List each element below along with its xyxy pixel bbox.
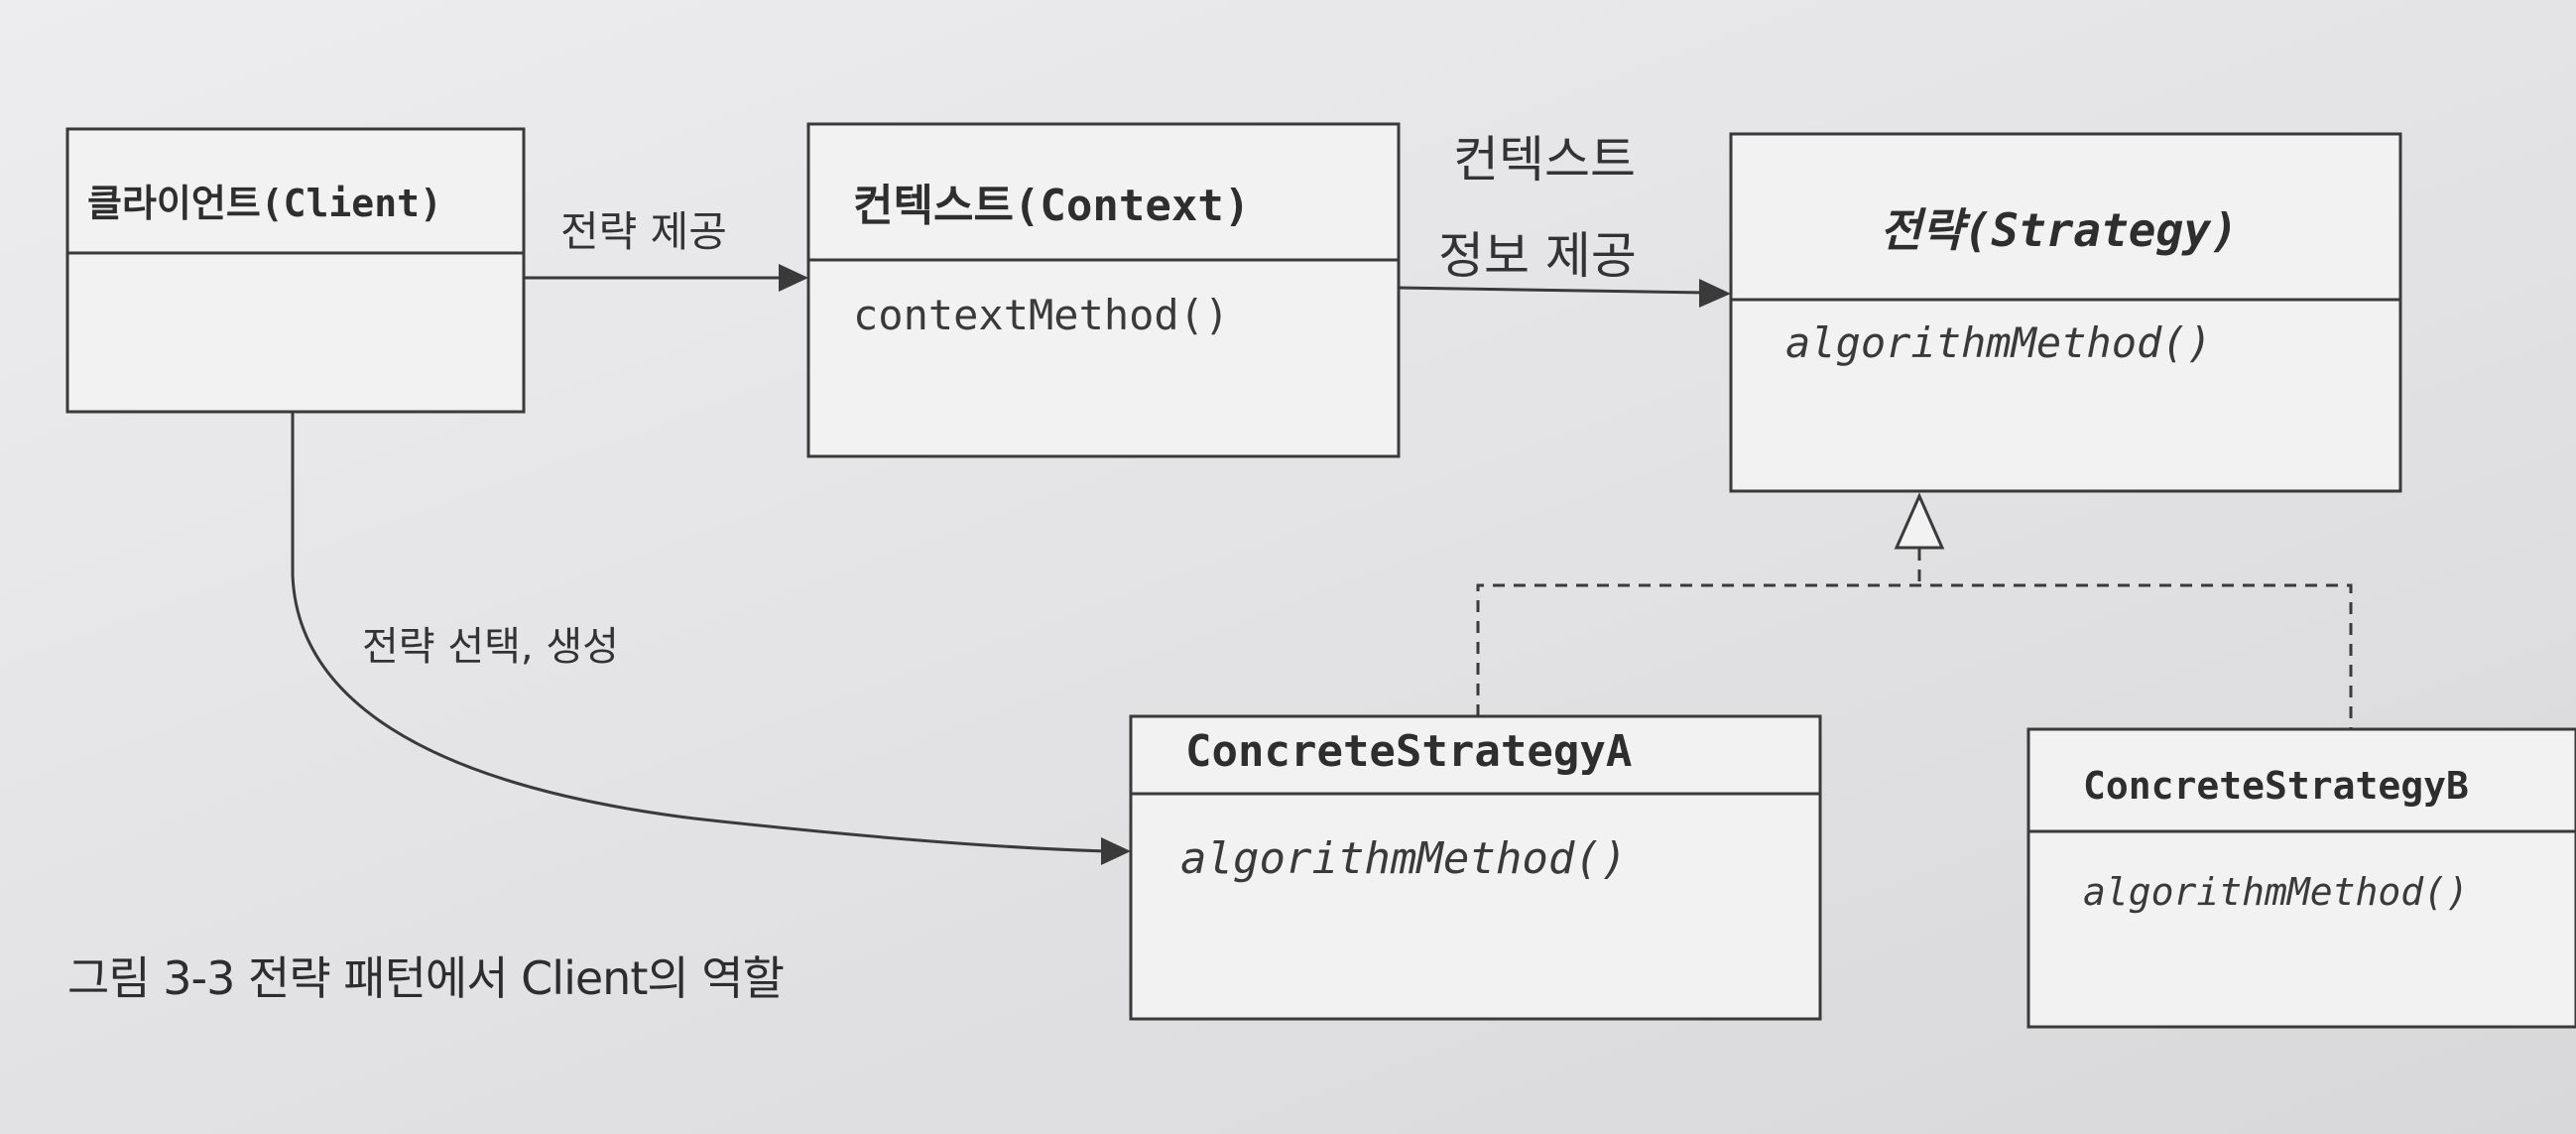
- realization-connector: [1476, 492, 2353, 729]
- concrete-strategy-a-method: algorithmMethod(): [1180, 833, 1627, 884]
- concrete-strategy-a-box: ConcreteStrategyA algorithmMethod(): [1129, 714, 1822, 1021]
- arrowhead-icon: [779, 264, 808, 292]
- strategy-method: algorithmMethod(): [1785, 318, 2212, 367]
- concrete-strategy-b-box: ConcreteStrategyB algorithmMethod(): [2026, 727, 2576, 1029]
- strategy-class-name: 전략(Strategy): [1880, 203, 2239, 257]
- arrowhead-icon: [1699, 279, 1731, 308]
- context-to-strategy-label-line1: 컨텍스트: [1453, 131, 1636, 189]
- context-method: contextMethod(): [853, 291, 1229, 339]
- client-to-context-label: 전략 제공: [560, 207, 727, 256]
- context-class-box: 컨텍스트(Context) contextMethod(): [806, 122, 1401, 458]
- client-to-concrete-a-label: 전략 선택, 생성: [362, 624, 619, 670]
- context-to-strategy-arrow: [1398, 279, 1731, 308]
- concrete-strategy-a-name: ConcreteStrategyA: [1185, 726, 1632, 777]
- client-to-context-arrow: [524, 264, 808, 292]
- client-to-concrete-a-arrow: [291, 412, 1131, 865]
- client-class-box: 클라이언트(Client): [65, 127, 526, 414]
- concrete-strategy-b-name: ConcreteStrategyB: [2083, 764, 2469, 808]
- context-class-name: 컨텍스트(Context): [853, 181, 1250, 231]
- arrowhead-icon: [1101, 837, 1131, 865]
- inheritance-triangle-icon: [1894, 492, 1945, 550]
- context-to-strategy-label-line2: 정보 제공: [1438, 227, 1637, 285]
- concrete-strategy-b-method: algorithmMethod(): [2083, 870, 2469, 914]
- client-class-name: 클라이언트(Client): [87, 182, 442, 225]
- figure-caption: 그림 3-3 전략 패턴에서 Client의 역할: [67, 951, 785, 1005]
- strategy-class-box: 전략(Strategy) algorithmMethod(): [1729, 132, 2402, 493]
